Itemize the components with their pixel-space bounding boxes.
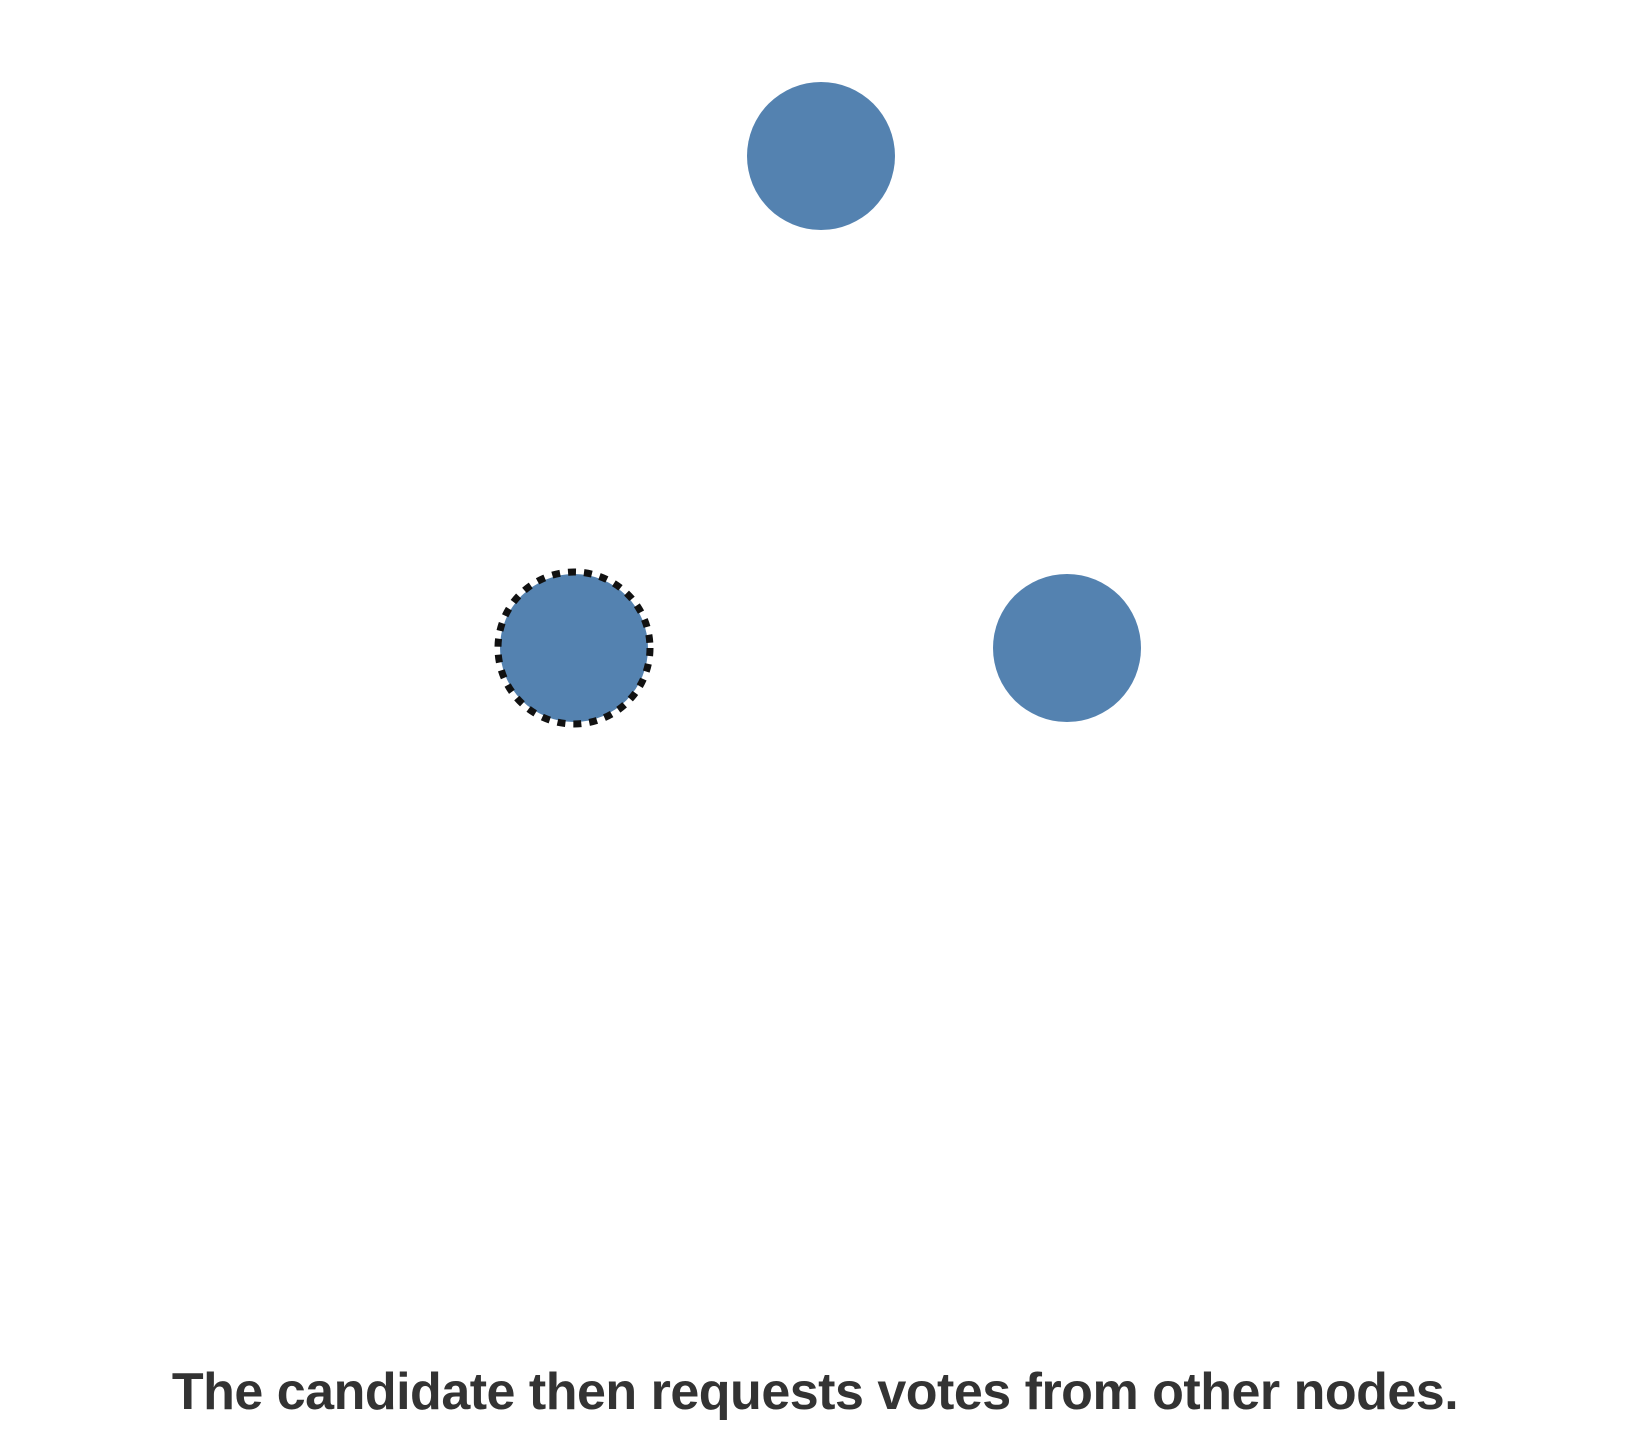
diagram-caption: The candidate then requests votes from o… <box>171 1363 1459 1421</box>
candidate-node[interactable] <box>500 574 648 722</box>
candidate-dotted-outline <box>494 568 654 728</box>
node-right[interactable] <box>993 574 1141 722</box>
node-top[interactable] <box>747 82 895 230</box>
